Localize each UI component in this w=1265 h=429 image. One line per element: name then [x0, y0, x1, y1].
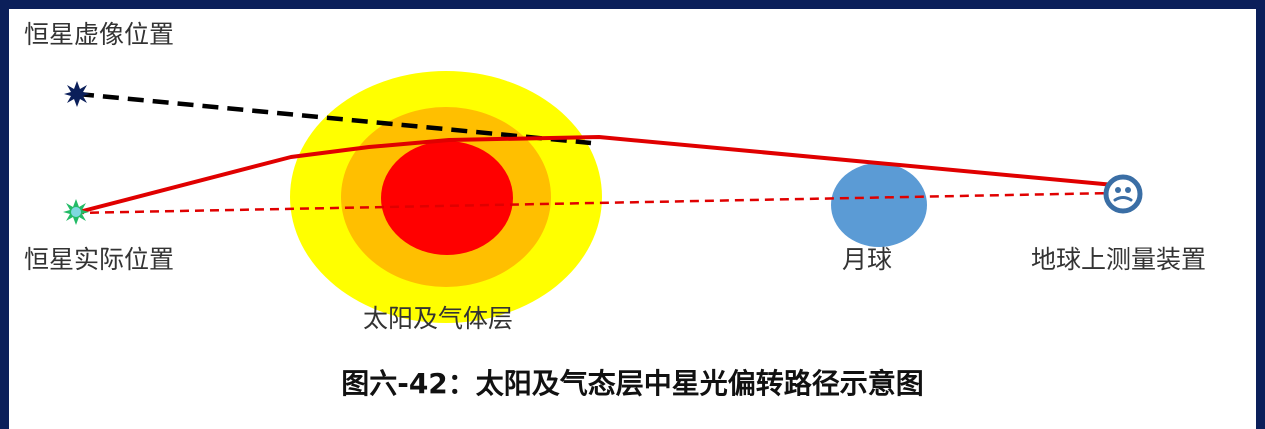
- label-moon: 月球: [842, 245, 893, 274]
- actual-direction-line: [74, 191, 1115, 215]
- label-sun-gas-layer: 太阳及气体层: [363, 304, 514, 333]
- label-earth-device: 地球上测量装置: [1031, 245, 1207, 274]
- label-star-actual-position: 恒星实际位置: [24, 245, 175, 274]
- sun-core: [381, 141, 513, 255]
- deflection-diagram: [63, 71, 1143, 323]
- deflected-light-path: [74, 135, 1115, 215]
- virtual-sightline: [77, 91, 592, 146]
- sun-with-gas-layers: [290, 71, 602, 323]
- moon-disc: [831, 163, 927, 247]
- smiley-face-icon: [1103, 174, 1143, 214]
- star-burst-icon: [64, 81, 90, 107]
- figure-caption: 图六-42：太阳及气态层中星光偏转路径示意图: [341, 367, 924, 400]
- label-star-virtual-position: 恒星虚像位置: [24, 20, 175, 49]
- star-burst-icon: [63, 199, 89, 225]
